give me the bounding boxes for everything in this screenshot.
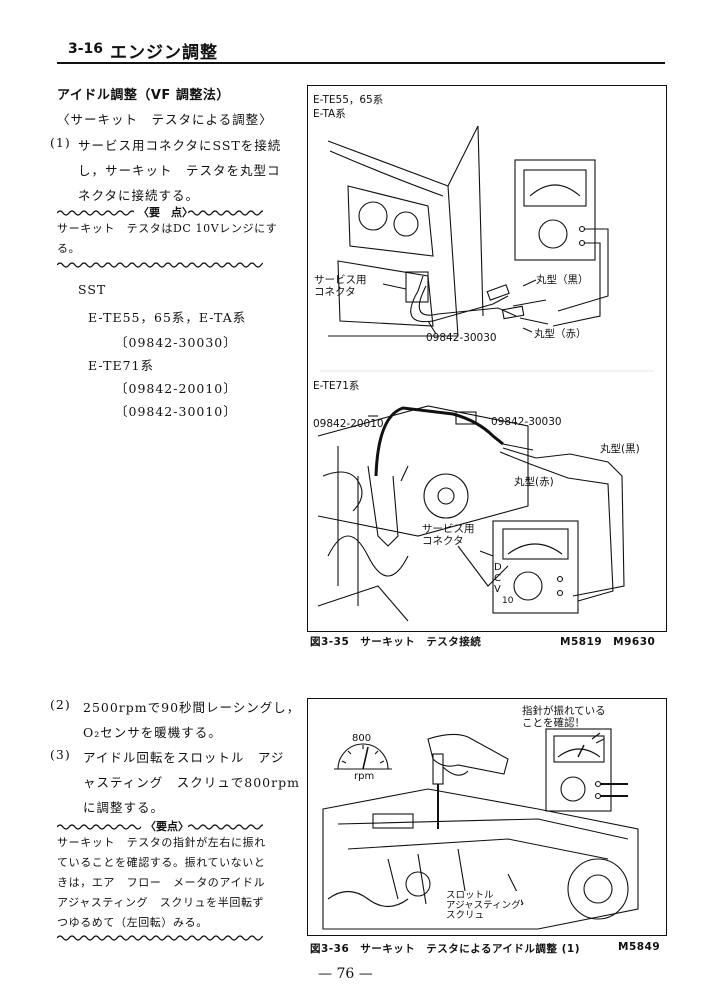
note-2-divider-right xyxy=(188,823,263,830)
figure-3-35-illustration xyxy=(317,125,654,622)
step-3-line-3: に調整する。 xyxy=(83,800,165,815)
note-2-line-1: サーキット テスタの指針が左右に振れ xyxy=(57,836,266,849)
label-round-red-b: 丸型(赤) xyxy=(514,476,554,488)
step-3-line-2: ャスティング スクリュで800rpm xyxy=(83,775,300,790)
label-throttle-screw: スロットル アジャスティング スクリュ xyxy=(446,890,521,921)
step-3-line-1: アイドル回転をスロットル アジ xyxy=(83,750,285,765)
step-1-line-1: サービス用コネクタにSSTを接続 xyxy=(78,138,282,153)
label-round-black: 丸型（黒） xyxy=(536,274,589,286)
sst-part-1: 〔09842-30030〕 xyxy=(115,335,237,350)
figure-3-35: E-TE55，65系 E-TA系 サービス用 コネクタ 丸型（黒） 丸型（赤） … xyxy=(307,85,667,632)
note-2-line-3: きは，エア フロー メータのアイドル xyxy=(57,876,266,889)
note-2-label: 〈要点〉 xyxy=(145,820,189,833)
label-dcv-10: 10 xyxy=(502,596,514,606)
figure-3-36: 指針が振れている ことを確認！ 800 rpm スロットル アジャスティング ス… xyxy=(307,698,667,936)
step-1-line-3: ネクタに接続する。 xyxy=(78,188,200,203)
step-1-number: (1) xyxy=(50,135,71,150)
subheading: 〈サーキット テスタによる調整〉 xyxy=(57,112,273,127)
label-service-connector-b: サービス用 コネクタ xyxy=(422,523,475,547)
note-2-divider-left xyxy=(57,823,141,830)
label-part-30030-b: 09842-30030 xyxy=(491,416,562,428)
figure-3-35-code: M5819 M9630 xyxy=(560,636,656,648)
step-3-number: (3) xyxy=(50,747,71,762)
label-part-30030: 09842-30030 xyxy=(426,332,497,344)
step-2-number: (2) xyxy=(50,697,71,712)
gauge-value: 800 xyxy=(352,733,372,744)
figure-3-36-illustration xyxy=(322,728,639,930)
section-heading: アイドル調整（VF 調整法） xyxy=(57,88,230,103)
page-title: エンジン調整 xyxy=(110,43,218,63)
note-2-line-4: アジャスティング スクリュを半回転ず xyxy=(57,896,265,909)
note-2-line-5: つゆるめて（左回転）みる。 xyxy=(57,916,208,929)
sst-model-1: E-TE55，65系，E-TA系 xyxy=(88,310,247,325)
step-2-line-1: 2500rpmで90秒間レーシングし， xyxy=(83,700,301,715)
note-1-line-1: サーキット テスタはDC 10Vレンジにす xyxy=(57,222,278,235)
sst-label: SST xyxy=(78,282,107,297)
label-dcv: DCV xyxy=(494,562,502,595)
note-divider-left xyxy=(57,209,134,216)
figure-3-35-caption: 図3-35 サーキット テスタ接続 xyxy=(310,636,482,648)
figure-label-model-b: E-TE71系 xyxy=(313,380,360,392)
gauge-unit: rpm xyxy=(354,771,375,782)
figure-label-model-a2: E-TA系 xyxy=(313,108,346,120)
sst-part-3: 〔09842-30010〕 xyxy=(115,404,237,419)
step-1-line-2: し，サーキット テスタを丸型コ xyxy=(78,163,281,178)
label-service-connector: サービス用 コネクタ xyxy=(314,274,367,298)
figure-3-36-caption: 図3-36 サーキット テスタによるアイドル調整 (1) xyxy=(310,943,580,955)
header-rule xyxy=(57,62,665,64)
note-1-label: 〈要 点〉 xyxy=(138,206,193,219)
page-number: — 76 — xyxy=(318,966,373,982)
label-round-black-b: 丸型(黒) xyxy=(600,443,640,455)
note-1-line-2: る。 xyxy=(57,242,81,255)
callout-needle-check: 指針が振れている ことを確認！ xyxy=(522,705,606,729)
figure-label-model-a1: E-TE55，65系 xyxy=(313,94,384,106)
label-part-20010: 09842-20010 xyxy=(313,418,384,430)
sst-model-2: E-TE71系 xyxy=(88,358,155,373)
sst-part-2: 〔09842-20010〕 xyxy=(115,381,237,396)
note-2-line-2: ていることを確認する。振れていないと xyxy=(57,856,266,869)
step-2-line-2: O₂センサを暖機する。 xyxy=(83,725,222,740)
label-round-red: 丸型（赤） xyxy=(534,328,587,340)
note-divider-right xyxy=(188,209,263,216)
note-divider-bottom xyxy=(57,261,263,268)
note-2-divider-bottom xyxy=(57,934,263,941)
figure-3-36-code: M5849 xyxy=(618,941,661,953)
section-number: 3-16 xyxy=(68,41,104,57)
